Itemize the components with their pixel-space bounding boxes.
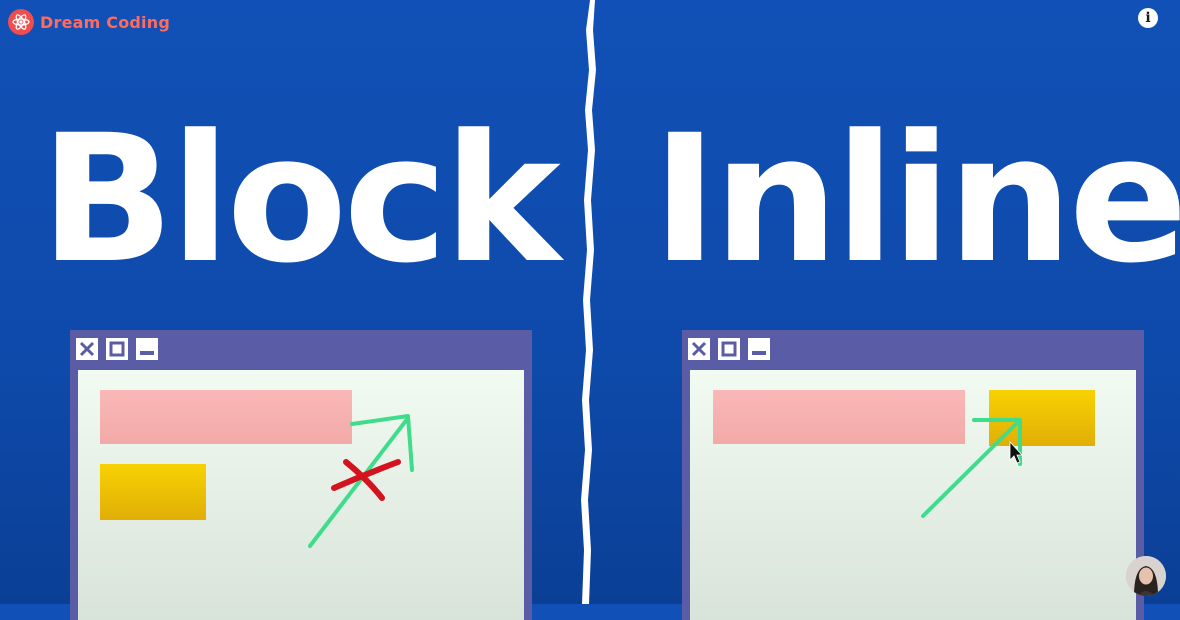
torn-divider (581, 0, 596, 604)
window-content (690, 370, 1136, 620)
channel-name: Dream Coding (40, 12, 170, 32)
close-icon[interactable] (688, 338, 710, 360)
minimize-icon[interactable] (748, 338, 770, 360)
pink-inline-element (713, 390, 965, 444)
inline-arrow (921, 418, 1022, 518)
presenter-avatar (1126, 556, 1166, 596)
yellow-block-element (100, 464, 206, 520)
channel-brand[interactable]: Dream Coding (8, 8, 170, 36)
maximize-icon[interactable] (106, 338, 128, 360)
close-icon[interactable] (76, 338, 98, 360)
info-button[interactable]: i (1138, 8, 1158, 28)
window-title-bar (688, 338, 770, 362)
window-title-bar (76, 338, 158, 362)
pink-block-element (100, 390, 352, 444)
inline-window (682, 330, 1144, 620)
window-content (78, 370, 524, 620)
block-window (70, 330, 532, 620)
minimize-icon[interactable] (136, 338, 158, 360)
maximize-icon[interactable] (718, 338, 740, 360)
blocked-arrow (308, 414, 414, 548)
headline-inline: Inline (652, 97, 1180, 302)
channel-logo-icon (8, 9, 34, 35)
red-x-icon (331, 459, 401, 501)
mouse-pointer-icon (1009, 440, 1023, 464)
headline-block: Block (40, 97, 561, 302)
